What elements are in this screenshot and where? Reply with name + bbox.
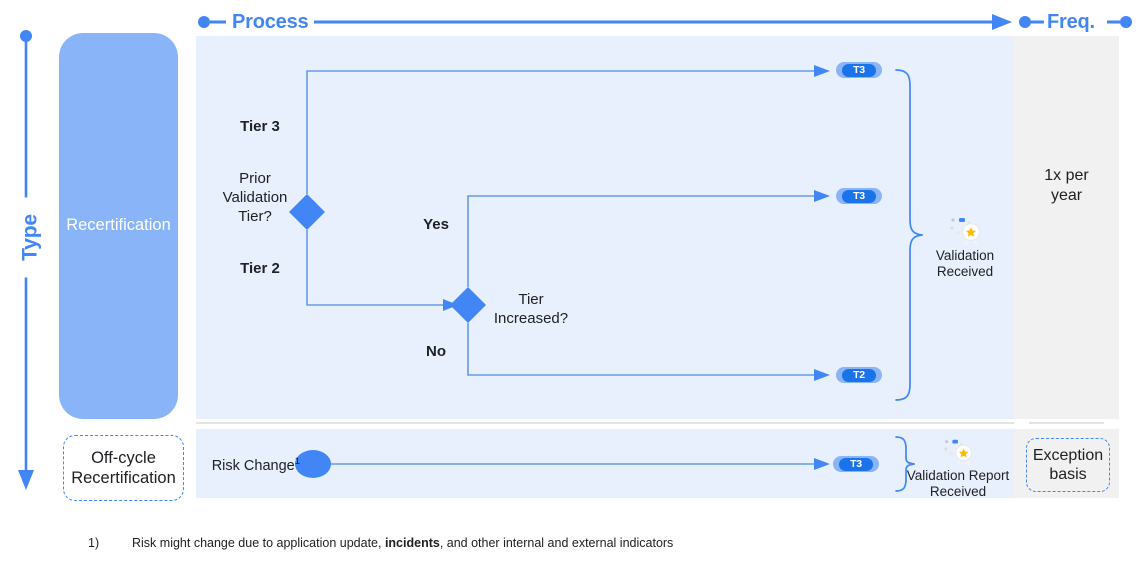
panel-divider-main (196, 422, 1014, 424)
type-card-recertification[interactable]: Recertification (59, 33, 178, 419)
freq-value-recertification: 1x per year (1044, 167, 1089, 204)
start-label-risk-change-text: Risk Change (211, 457, 295, 474)
tier-badge-t3-offcycle[interactable]: T3 (833, 456, 879, 472)
type-card-offcycle-recertification[interactable]: Off-cycle Recertification (63, 435, 184, 501)
tier-badge-t3-offcycle-label: T3 (839, 457, 873, 471)
freq-header-label: Freq. (1047, 11, 1095, 33)
tier-badge-t2-no[interactable]: T2 (836, 367, 882, 383)
footnote: 1) Risk might change due to application … (88, 536, 1088, 550)
process-header-label: Process (232, 11, 309, 33)
panel-divider-freq (1029, 422, 1104, 424)
process-rail-arrow-icon (198, 14, 1012, 30)
tier-badge-t3-top[interactable]: T3 (836, 62, 882, 78)
tier-badge-t3-top-label: T3 (842, 63, 876, 77)
footnote-text-before: Risk might change due to application upd… (132, 536, 385, 550)
freq-header-rail: Freq. (1014, 8, 1144, 36)
footnote-text-after: , and other internal and external indica… (439, 536, 674, 550)
process-panel-offcycle (196, 429, 1014, 498)
type-axis: Type (14, 28, 46, 493)
footnote-text: Risk might change due to application upd… (132, 536, 673, 550)
outcome-validation-received: Validation Received (905, 214, 1025, 280)
award-star-icon (950, 218, 981, 246)
process-header-rail: Process (196, 8, 1014, 36)
outcome-validation-report-received: Validation Report Received (893, 436, 1023, 500)
branch-label-tier3: Tier 3 (240, 118, 280, 135)
footnote-marker: 1) (88, 536, 100, 550)
freq-panel-recertification (1014, 36, 1119, 419)
footnote-text-bold: incidents (384, 536, 440, 550)
tier-badge-t3-yes-label: T3 (842, 189, 876, 203)
process-panel-recertification (196, 36, 1014, 419)
freq-value-offcycle-box[interactable]: Exception basis (1026, 438, 1110, 492)
type-card-recertification-label: Recertification (66, 216, 171, 235)
outcome-validation-received-caption: Validation Received (935, 248, 995, 280)
branch-label-yes: Yes (423, 216, 449, 233)
type-axis-label: Type (16, 197, 44, 278)
tier-badge-t3-yes[interactable]: T3 (836, 188, 882, 204)
decision-label-tier-increased: Tier Increased? (493, 291, 569, 328)
award-star-icon (944, 439, 973, 466)
branch-label-tier2: Tier 2 (240, 260, 280, 277)
tier-badge-t2-no-label: T2 (842, 368, 876, 382)
decision-label-prior-validation-tier: Prior Validation Tier? (222, 170, 288, 226)
freq-value-offcycle-label: Exception basis (1032, 446, 1104, 483)
outcome-validation-report-received-caption: Validation Report Received (906, 468, 1010, 500)
start-label-risk-change: Risk Change1 (205, 456, 300, 475)
start-label-risk-change-footnote: 1 (294, 456, 300, 467)
branch-label-no: No (426, 343, 446, 360)
freq-rail-icon (1019, 16, 1132, 28)
type-card-offcycle-label: Off-cycle Recertification (71, 448, 176, 487)
